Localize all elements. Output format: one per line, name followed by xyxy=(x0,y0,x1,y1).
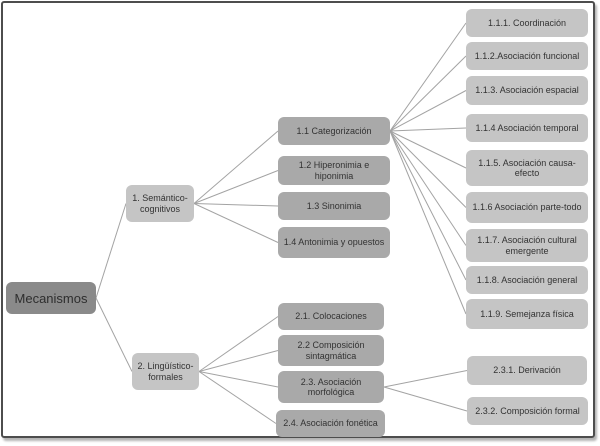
connector-line xyxy=(389,22,467,132)
diagram-node-n111: 1.1.1. Coordinación xyxy=(466,9,588,37)
diagram-node-n117: 1.1.7. Asociación cultural emergente xyxy=(466,229,588,262)
connector-line xyxy=(389,130,467,246)
connector-line xyxy=(198,350,279,372)
connector-line xyxy=(383,370,468,388)
diagram-node-n113: 1.1.3. Asociación espacial xyxy=(466,76,588,105)
connector-line xyxy=(198,371,277,424)
diagram-node-n1: 1. Semántico-cognitivos xyxy=(126,185,194,222)
connector-line xyxy=(198,316,279,372)
connector-line xyxy=(198,371,279,388)
diagram-node-n112: 1.1.2.Asociación funcional xyxy=(466,42,588,70)
diagram-node-n23: 2.3. Asociación morfológica xyxy=(278,371,384,403)
diagram-frame-border xyxy=(1,1,595,438)
diagram-node-n119: 1.1.9. Semejanza física xyxy=(466,299,588,329)
diagram-node-n12: 1.2 Hiperonimia e hiponimia xyxy=(278,156,390,185)
diagram-node-n24: 2.4. Asociación fonética xyxy=(276,410,385,437)
connector-line xyxy=(383,386,468,412)
diagram-node-n14: 1.4 Antonimia y opuestos xyxy=(278,227,390,258)
diagram-node-n2: 2. Lingüístico-formales xyxy=(132,353,199,390)
diagram-node-n22: 2.2 Composición sintagmática xyxy=(278,335,384,366)
diagram-node-n114: 1.1.4 Asociación temporal xyxy=(466,114,588,142)
diagram-node-root: Mecanismos xyxy=(6,282,96,314)
diagram-node-n116: 1.1.6 Asociación parte-todo xyxy=(466,192,588,223)
connector-line xyxy=(193,130,279,204)
diagram-node-n118: 1.1.8. Asociación general xyxy=(466,266,588,294)
connector-line xyxy=(193,203,279,243)
diagram-node-n115: 1.1.5. Asociación causa-efecto xyxy=(466,150,588,186)
diagram-node-n232: 2.3.2. Composición formal xyxy=(467,397,588,425)
connector-line xyxy=(95,203,127,299)
connector-line xyxy=(389,130,467,315)
diagram-node-n231: 2.3.1. Derivación xyxy=(467,356,587,385)
diagram-node-n13: 1.3 Sinonimia xyxy=(278,192,390,220)
connector-line xyxy=(389,130,467,169)
connector-line xyxy=(389,127,467,132)
connector-line xyxy=(193,170,279,204)
connector-line xyxy=(389,90,467,132)
connector-line xyxy=(193,203,279,207)
connector-line xyxy=(389,130,467,208)
connector-line xyxy=(95,297,133,372)
diagram-node-n21: 2.1. Colocaciones xyxy=(278,303,384,330)
connector-line xyxy=(389,130,467,281)
diagram-node-n11: 1.1 Categorización xyxy=(278,117,390,145)
connector-line xyxy=(389,55,467,132)
